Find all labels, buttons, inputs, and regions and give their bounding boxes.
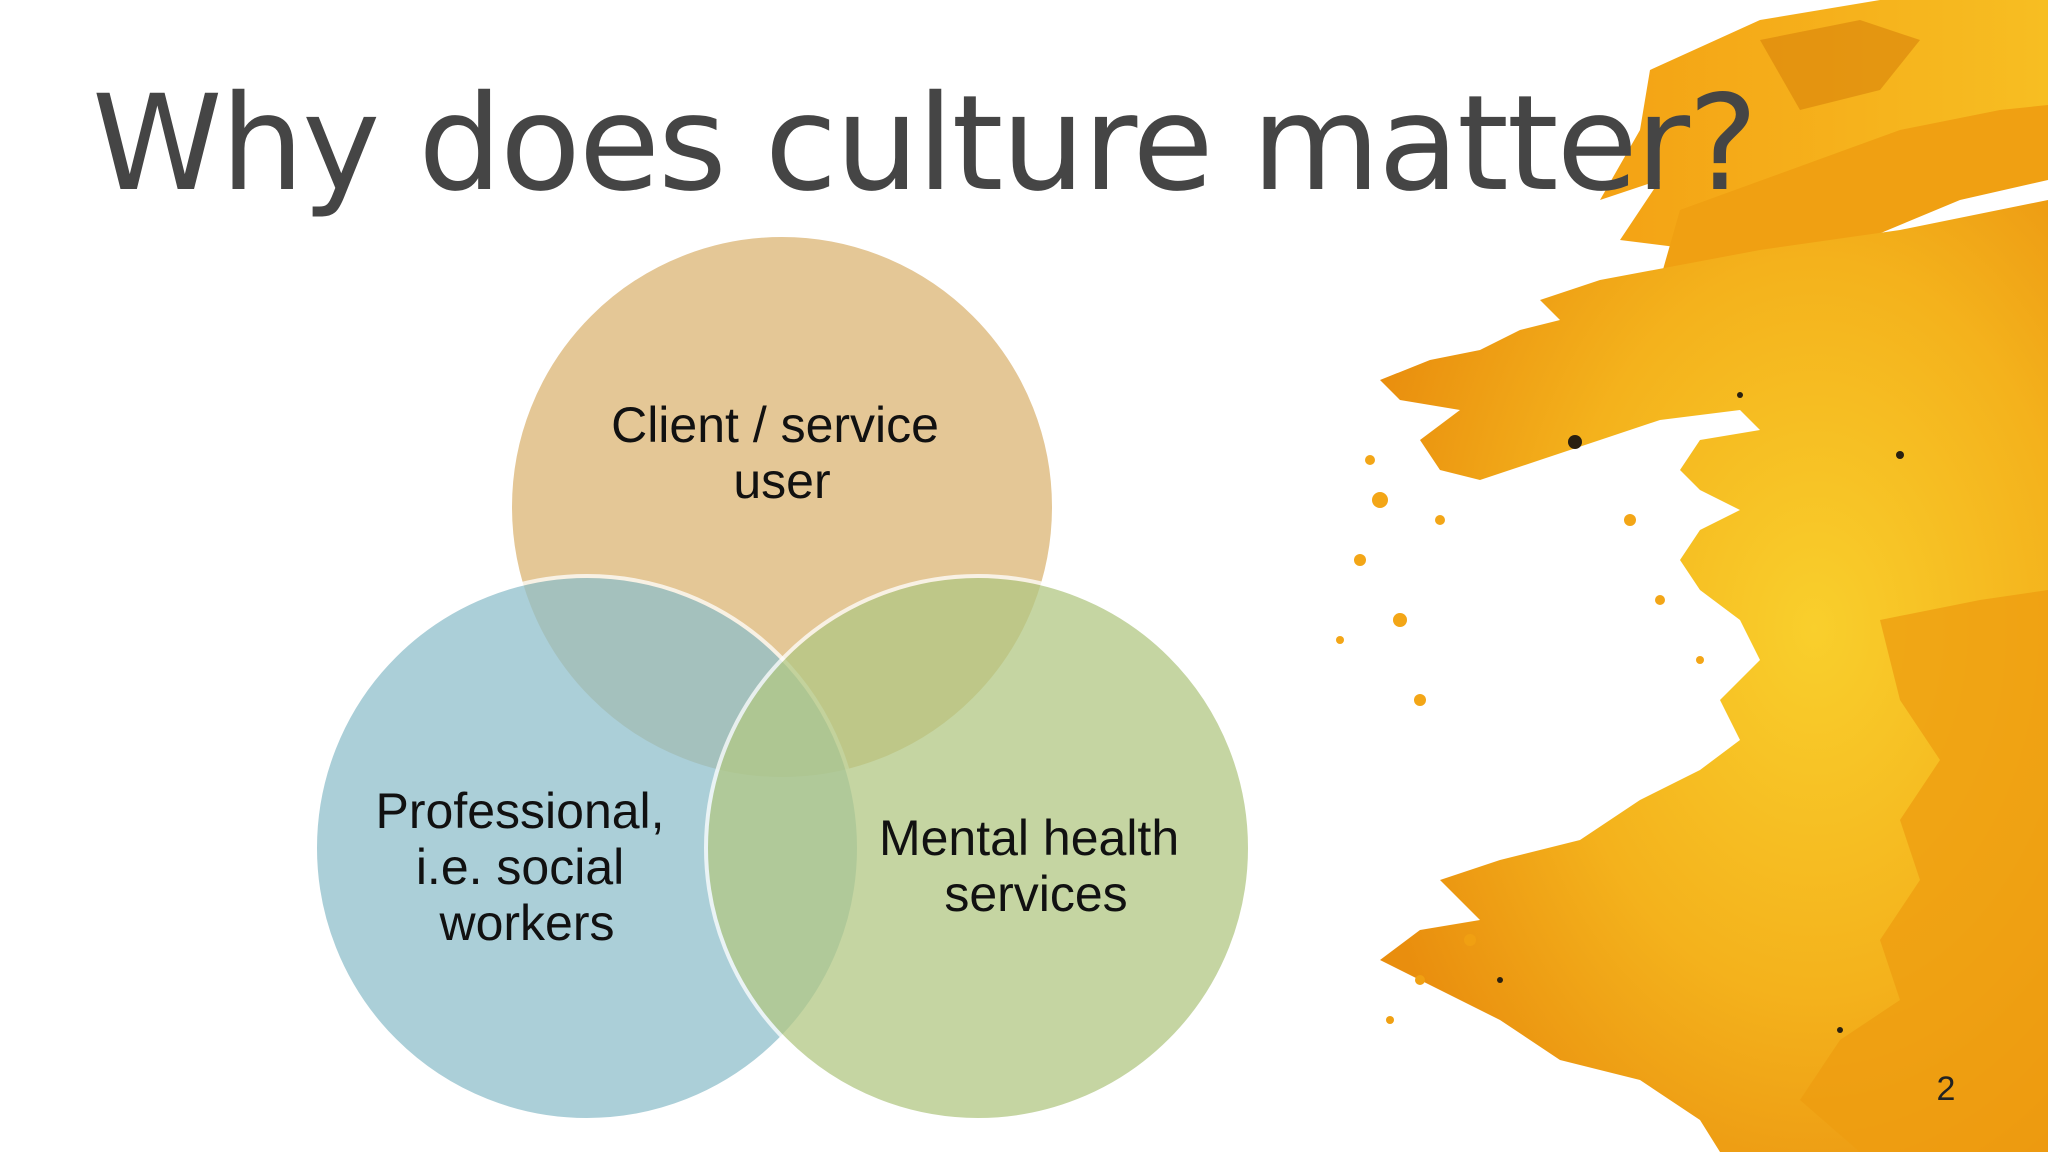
page-number: 2 xyxy=(1936,1070,1956,1108)
venn-label-professional: Professional, i.e. social workers xyxy=(376,783,679,951)
slide-title: Why does culture matter? xyxy=(92,67,1758,221)
venn-label-client: Client / service user xyxy=(611,397,953,509)
venn-label-mental-health: Mental health services xyxy=(879,810,1193,922)
venn-circle-mental-health xyxy=(704,574,1252,1122)
